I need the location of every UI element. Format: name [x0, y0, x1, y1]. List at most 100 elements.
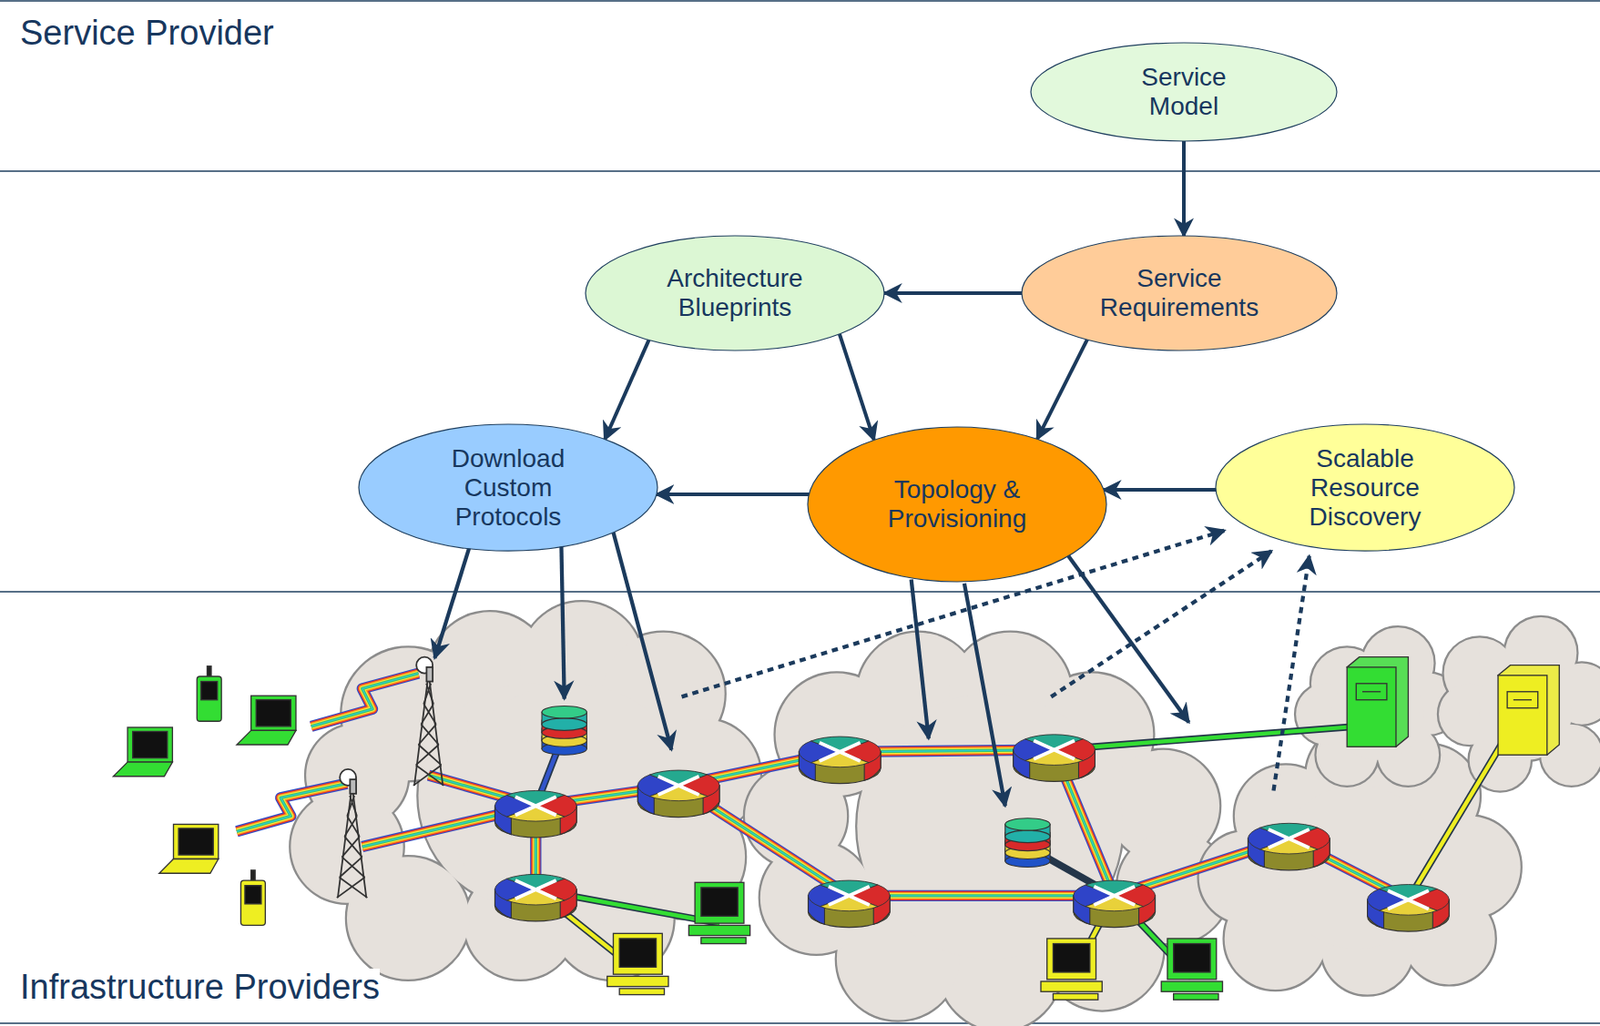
phone-screen	[201, 682, 218, 701]
provisioning-arrow	[434, 540, 471, 659]
ellipse-shape	[1021, 235, 1337, 351]
discovery-ellipse: Scalable Resource Discovery	[1213, 422, 1517, 553]
monitor-frame	[612, 933, 663, 975]
wavelength-stripe	[236, 784, 347, 833]
network-cloud	[744, 632, 1230, 1026]
keyboard	[701, 937, 746, 945]
tower-leg	[414, 673, 443, 786]
tower-brace	[416, 744, 442, 765]
network-link	[1407, 729, 1510, 900]
router-cross	[1033, 741, 1075, 760]
phone-body	[240, 880, 265, 926]
phone-body	[196, 676, 222, 722]
laptop-icon	[159, 824, 219, 874]
wavelength-stripe	[678, 785, 849, 897]
monitor-frame	[1167, 938, 1217, 980]
band-divider	[0, 170, 1600, 173]
band-label: Infrastructure Providers	[20, 968, 380, 1008]
model-ellipse: Service Model	[1029, 40, 1339, 143]
wavelength-stripe	[311, 673, 419, 727]
keyboard	[1052, 993, 1098, 1000]
router-symbol	[808, 880, 891, 928]
router-cross	[515, 796, 557, 816]
tower-brace	[342, 836, 363, 857]
wavelength-stripe	[311, 673, 419, 727]
network-cloud	[1438, 617, 1600, 792]
discovery-arrow	[1050, 550, 1272, 697]
cloud-outline	[856, 693, 1122, 959]
router-cross	[819, 743, 861, 762]
router-symbol	[1367, 885, 1450, 933]
database-top	[541, 705, 587, 718]
server-slot	[1362, 691, 1381, 693]
database-top	[1005, 818, 1050, 831]
monitor-frame	[694, 882, 744, 924]
phone-screen	[244, 886, 262, 905]
server-icon	[1498, 665, 1560, 756]
monitor-screen	[1173, 944, 1211, 973]
laptop-lid	[251, 695, 296, 731]
laptop-screen	[178, 828, 214, 856]
server-front	[1346, 667, 1397, 747]
monitor-screen	[619, 938, 656, 968]
requirements-ellipse: Service Requirements	[1019, 234, 1339, 353]
wavelength-stripe	[236, 784, 347, 833]
tower-brace	[420, 703, 436, 724]
keyboard	[619, 988, 664, 996]
phone-antenna	[206, 666, 211, 677]
provisioning-ellipse: Topology & Provisioning	[805, 425, 1109, 584]
laptop-base	[159, 859, 219, 875]
router-symbol	[494, 790, 577, 838]
wavelength-stripe	[311, 673, 419, 727]
server-panel	[1355, 683, 1387, 701]
tower-brace	[413, 764, 445, 785]
wavelength-stripe	[678, 785, 849, 897]
laptop-base	[112, 762, 173, 777]
tower-leg	[337, 785, 367, 898]
router-symbol	[637, 770, 720, 818]
band-divider	[0, 591, 1600, 593]
node-label: Scalable Resource Discovery	[1296, 444, 1434, 533]
laptop-screen	[255, 700, 291, 727]
flow-arrow	[1037, 339, 1088, 439]
wavelength-stripe	[236, 784, 347, 833]
server-side	[1498, 665, 1560, 756]
tower-brace	[339, 856, 366, 877]
database-symbol	[1005, 818, 1050, 868]
database-layer	[541, 718, 587, 731]
server-side	[1346, 657, 1408, 748]
laptop-icon	[112, 727, 173, 777]
router-symbol	[1247, 823, 1330, 871]
flow-arrow	[884, 291, 1022, 296]
router-cross	[1268, 829, 1310, 848]
router-cross	[828, 886, 870, 906]
multi-wavelength-link	[678, 785, 849, 897]
network-cloud	[290, 601, 760, 980]
database-layer	[1005, 830, 1050, 843]
network-cloud	[1295, 627, 1459, 786]
tower-brace	[423, 683, 434, 704]
wavelength-stripe	[311, 673, 419, 727]
ellipse-shape	[1030, 42, 1337, 142]
desktop-base	[1040, 981, 1102, 992]
cloud-fill	[856, 693, 1122, 959]
phone-antenna	[251, 870, 255, 881]
monitor-screen	[701, 887, 738, 917]
flow-arrow	[656, 492, 810, 497]
tower-brace	[346, 795, 357, 816]
server-slot	[1513, 699, 1532, 701]
server-panel	[1507, 692, 1539, 709]
wavelength-stripe	[236, 784, 347, 833]
router-cross	[515, 880, 557, 899]
ellipse-shape	[585, 235, 885, 351]
link-edge	[1054, 726, 1358, 751]
flow-arrow	[839, 334, 875, 441]
tower-antenna	[349, 779, 357, 795]
band-label: Service Provider	[20, 14, 275, 53]
router-cross	[1387, 890, 1429, 909]
provisioning-arrow	[560, 540, 564, 700]
desktop-icon	[1161, 938, 1223, 1000]
wavelength-stripe	[236, 784, 347, 833]
band-divider	[0, 1022, 1600, 1025]
